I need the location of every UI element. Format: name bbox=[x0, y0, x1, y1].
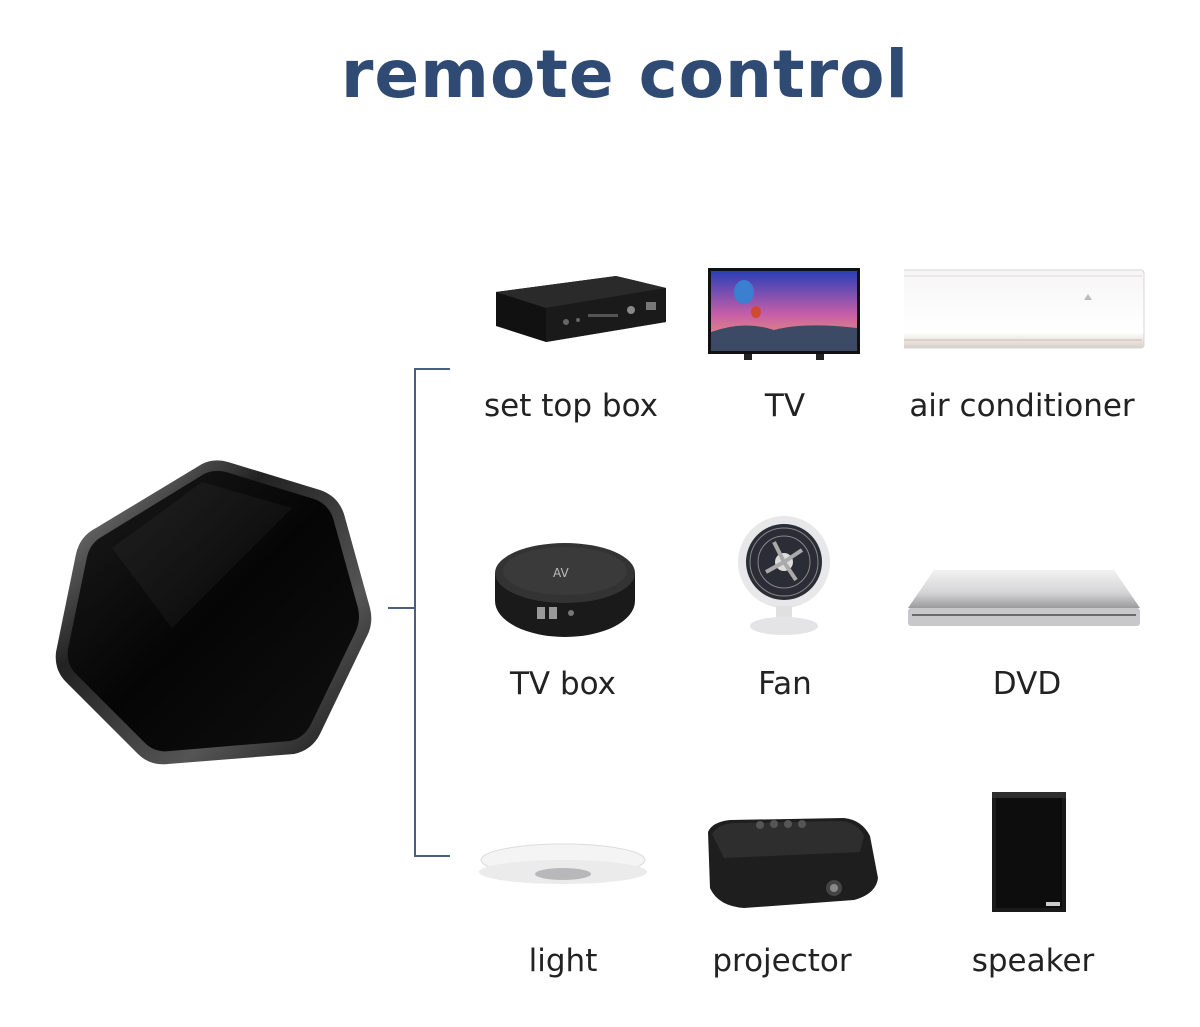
tv-icon bbox=[669, 262, 899, 422]
device-label-dvd: DVD bbox=[992, 666, 1062, 702]
set-top-box-icon bbox=[461, 262, 691, 422]
page-title: remote control bbox=[340, 36, 910, 113]
ir-hub-icon bbox=[52, 458, 374, 768]
speaker-icon bbox=[914, 790, 1144, 950]
device-label-speaker: speaker bbox=[971, 943, 1095, 979]
air-conditioner-icon bbox=[904, 262, 1145, 422]
device-label-set-top-box: set top box bbox=[484, 388, 658, 424]
device-label-light: light bbox=[528, 943, 598, 979]
device-label-projector: projector bbox=[712, 943, 852, 979]
projector-icon bbox=[669, 808, 899, 968]
device-label-fan: Fan bbox=[758, 666, 812, 702]
connector-bracket bbox=[385, 368, 455, 858]
svg-text:AV: AV bbox=[553, 566, 569, 580]
dvd-icon bbox=[904, 560, 1140, 720]
device-label-tv: TV bbox=[764, 388, 806, 424]
device-label-tv-box: TV box bbox=[509, 666, 617, 702]
tv-box-icon: AV bbox=[453, 535, 683, 695]
device-label-air-conditioner: air conditioner bbox=[909, 388, 1135, 424]
fan-icon bbox=[669, 514, 899, 674]
light-icon bbox=[449, 830, 679, 990]
